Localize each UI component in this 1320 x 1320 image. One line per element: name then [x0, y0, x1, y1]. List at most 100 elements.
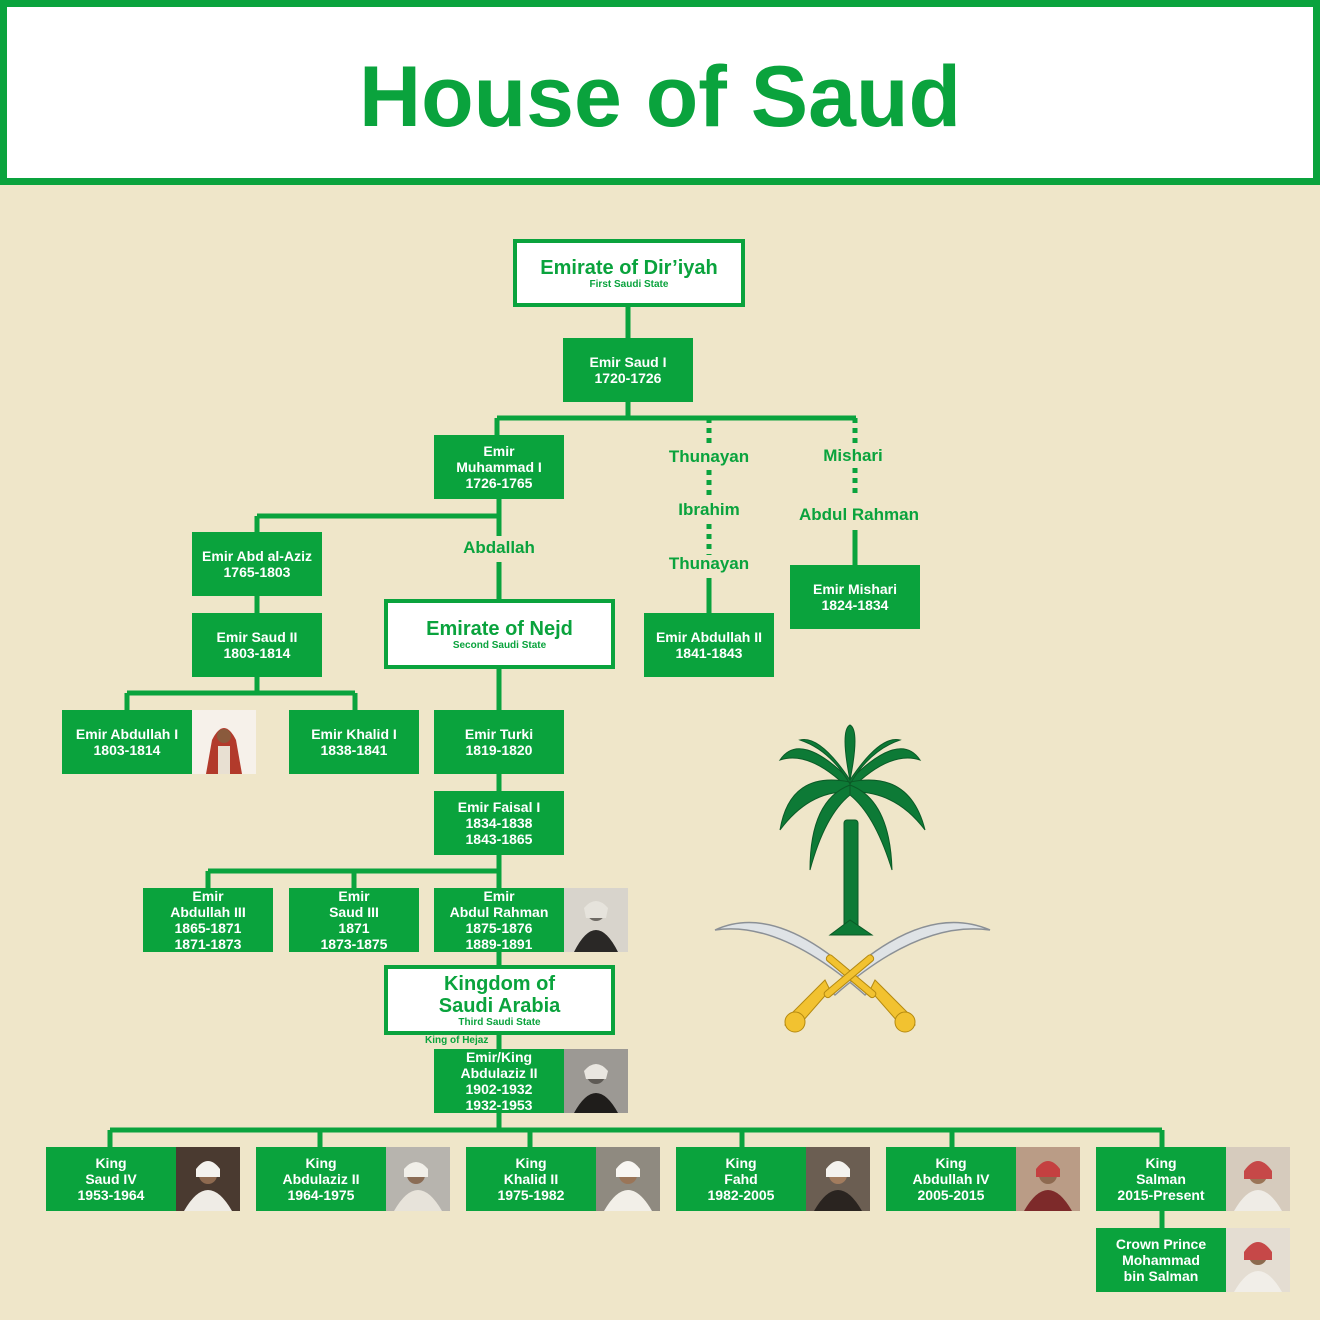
ruler-years: 1824-1834: [821, 597, 889, 613]
portrait-image: [1226, 1147, 1290, 1211]
ruler-title: Emir: [338, 888, 370, 904]
ancestor-label: Mishari: [823, 446, 883, 465]
state-box-first: Emirate of Dir’iyah First Saudi State: [513, 239, 745, 307]
king-title: King: [725, 1155, 757, 1171]
king-name: Abdullah IV: [912, 1171, 990, 1187]
ruler-name: Saud III: [329, 904, 379, 920]
portrait-image: [1016, 1147, 1080, 1211]
ruler-name: Emir Saud II: [216, 629, 298, 645]
ruler-years: 1932-1953: [465, 1097, 533, 1113]
state-name-line: Kingdom of: [443, 972, 556, 995]
portrait-image: [386, 1147, 450, 1211]
ruler-years: 1902-1932: [465, 1081, 533, 1097]
ruler-name: Muhammad I: [456, 459, 542, 475]
ruler-years: 1803-1814: [223, 645, 291, 661]
portrait-image: [564, 888, 628, 952]
ruler-years: 1871-1873: [174, 936, 242, 952]
ruler-years: 1889-1891: [465, 936, 533, 952]
portrait-image: [806, 1147, 870, 1211]
portrait-image: [176, 1147, 240, 1211]
king-title: King: [935, 1155, 967, 1171]
king-title: King: [95, 1155, 127, 1171]
chart-title: House of Saud: [358, 49, 962, 145]
portrait-image: [1226, 1228, 1290, 1292]
king-title: King: [305, 1155, 337, 1171]
hejaz-note: King of Hejaz: [425, 1035, 489, 1046]
ancestor-label: Thunayan: [668, 554, 750, 573]
ruler-name: Emir Faisal I: [457, 799, 541, 815]
ruler-years: 1843-1865: [465, 831, 533, 847]
king-years: 2005-2015: [917, 1187, 985, 1203]
portrait-image: [564, 1049, 628, 1113]
king-name: Abdulaziz II: [282, 1171, 360, 1187]
king-years: 2015-Present: [1117, 1187, 1205, 1203]
state-subtitle: Second Saudi State: [452, 639, 547, 651]
ruler-years: 1873-1875: [320, 936, 388, 952]
ruler-name: Abdullah III: [170, 904, 246, 920]
state-name: Emirate of Nejd: [426, 617, 573, 640]
ancestor-label: Abdul Rahman: [799, 505, 919, 524]
crown-title: Crown Prince: [1115, 1236, 1207, 1252]
state-subtitle: First Saudi State: [589, 278, 669, 290]
ruler-years: 1726-1765: [465, 475, 533, 491]
ruler-name: Emir Khalid I: [311, 726, 397, 742]
king-years: 1964-1975: [287, 1187, 355, 1203]
ruler-years: 1841-1843: [675, 645, 743, 661]
king-name: Khalid II: [503, 1171, 559, 1187]
ancestor-label: Abdallah: [463, 538, 535, 557]
state-name-line: Saudi Arabia: [438, 994, 561, 1017]
ruler-years: 1834-1838: [465, 815, 533, 831]
ruler-title: Emir/King: [465, 1049, 533, 1065]
ruler-years: 1865-1871: [174, 920, 242, 936]
ruler-name: Emir Turki: [464, 726, 534, 742]
king-title: King: [1145, 1155, 1177, 1171]
ruler-name: Emir Abdullah I: [75, 726, 179, 742]
king-name: Salman: [1136, 1171, 1186, 1187]
state-name: Kingdom of Saudi Arabia: [439, 973, 561, 1017]
ancestor-label: Ibrahim: [678, 500, 740, 519]
state-box-second: Emirate of Nejd Second Saudi State: [384, 599, 615, 669]
state-name: Emirate of Dir’iyah: [540, 256, 718, 279]
state-box-third: Kingdom of Saudi Arabia Third Saudi Stat…: [384, 965, 615, 1035]
crown-name: Mohammad: [1122, 1252, 1200, 1268]
ancestor-label: Thunayan: [668, 447, 750, 466]
king-years: 1953-1964: [77, 1187, 145, 1203]
king-name: Fahd: [724, 1171, 758, 1187]
king-name: Saud IV: [85, 1171, 137, 1187]
ruler-name: Abdulaziz II: [460, 1065, 538, 1081]
ruler-name: Emir Abd al-Aziz: [202, 548, 312, 564]
ruler-years: 1765-1803: [223, 564, 291, 580]
ruler-years: 1819-1820: [465, 742, 533, 758]
ruler-title: Emir: [192, 888, 224, 904]
king-years: 1975-1982: [497, 1187, 565, 1203]
portrait-image: [596, 1147, 660, 1211]
state-subtitle: Third Saudi State: [458, 1016, 541, 1028]
ruler-years: 1875-1876: [465, 920, 533, 936]
ruler-years: 1871: [338, 920, 370, 936]
ruler-years: 1838-1841: [320, 742, 388, 758]
ruler-name: Emir Saud I: [589, 354, 667, 370]
king-years: 1982-2005: [707, 1187, 775, 1203]
ruler-title: Emir: [483, 888, 515, 904]
ruler-title: Emir: [483, 443, 515, 459]
